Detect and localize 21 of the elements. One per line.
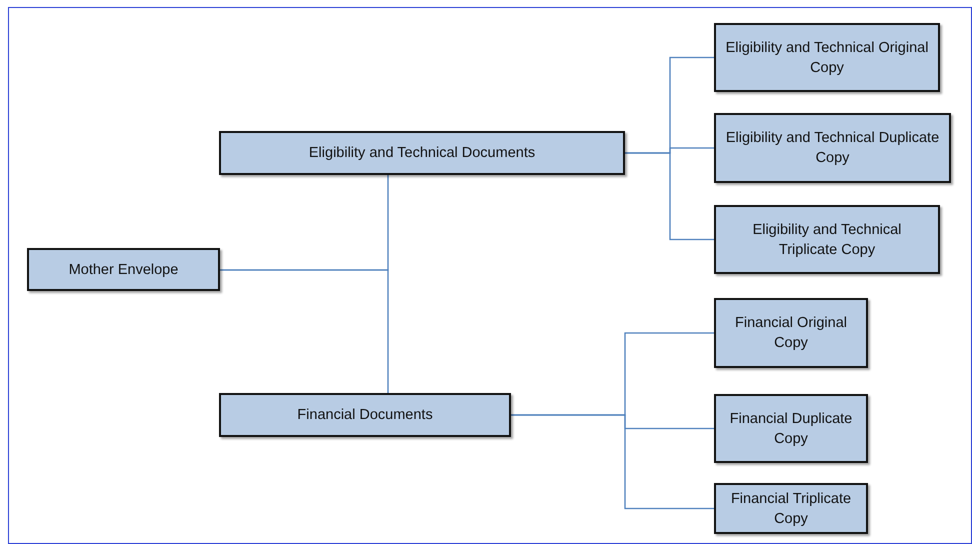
process-box [714,113,951,183]
box-label: Mother Envelope [68,260,178,280]
process-box [714,394,868,463]
box-label: Financial Duplicate Copy [728,410,854,448]
box-label: Eligibility and Technical Triplicate Copy [752,220,902,260]
connector-line [625,152,714,240]
connector-line [511,414,714,510]
process-box [219,393,511,437]
box-label: Financial Original Copy [734,314,848,353]
box-label: Financial Triplicate Copy [730,490,852,528]
process-box [27,248,220,291]
box-label: Financial Documents [297,406,433,425]
process-box [714,23,940,92]
box-label: Eligibility and Technical Duplicate Copy [724,129,940,168]
process-box [219,131,625,175]
connector-line [220,269,389,393]
process-box [714,483,868,534]
box-label: Eligibility and Technical Original Copy [724,38,930,78]
process-box [714,298,868,368]
box-label: Eligibility and Technical Documents [308,144,536,163]
process-box [714,205,940,274]
